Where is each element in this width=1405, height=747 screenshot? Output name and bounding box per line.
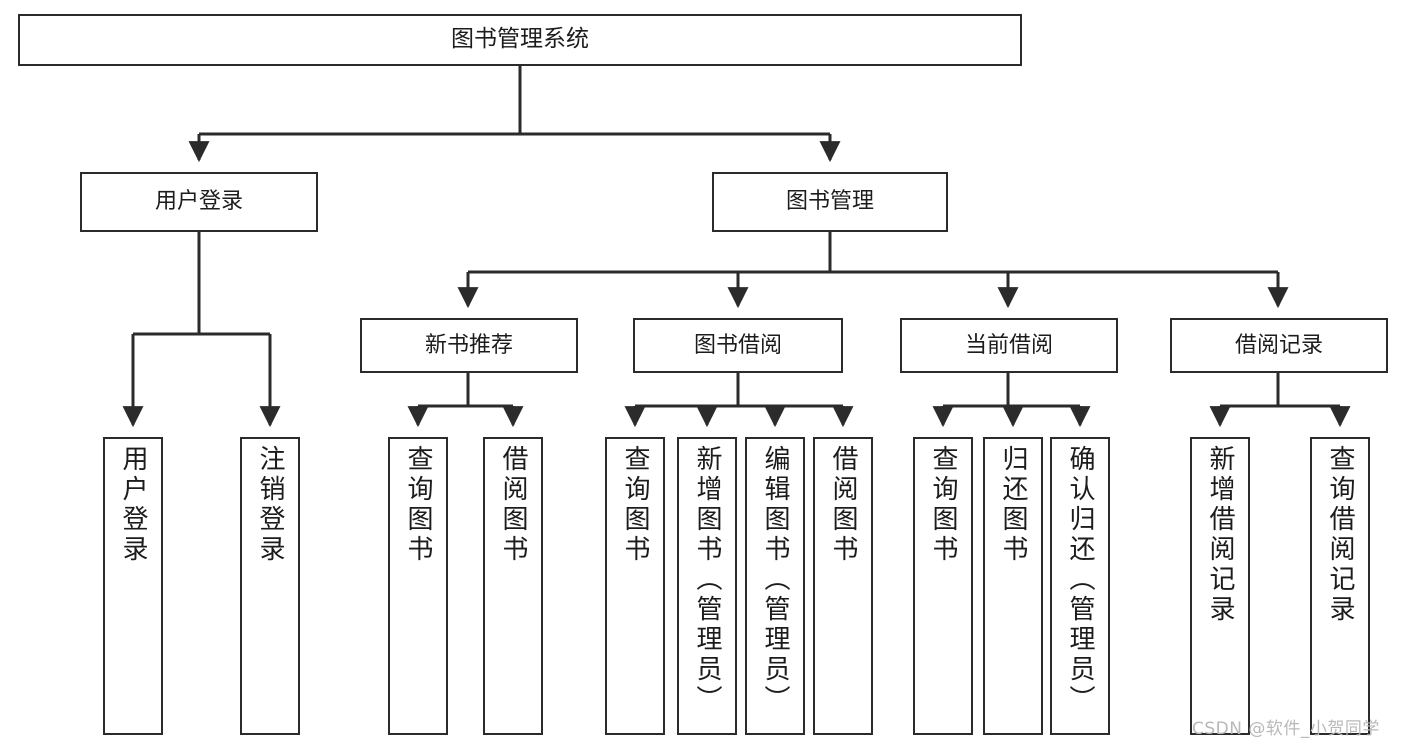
leaf-query-book-1-label: 查询图书 xyxy=(403,445,433,565)
node-root-label: 图书管理系统 xyxy=(451,26,589,53)
leaf-add-borrow-record-label: 新增借阅记录 xyxy=(1205,445,1235,625)
node-user-login-label: 用户登录 xyxy=(154,189,243,215)
node-book-management-label: 图书管理 xyxy=(785,189,874,215)
leaf-add-borrow-record[interactable]: 新增借阅记录 xyxy=(1190,437,1250,735)
node-current-borrow-label: 当前借阅 xyxy=(964,332,1053,358)
node-borrow-record-label: 借阅记录 xyxy=(1234,332,1323,358)
node-user-login[interactable]: 用户登录 xyxy=(80,172,318,232)
leaf-add-book-admin-label: 新增图书（管理员） xyxy=(692,445,722,715)
leaf-borrow-book-2-label: 借阅图书 xyxy=(828,445,858,565)
node-current-borrow[interactable]: 当前借阅 xyxy=(900,318,1118,373)
leaf-add-book-admin[interactable]: 新增图书（管理员） xyxy=(677,437,737,735)
leaf-user-login-label: 用户登录 xyxy=(118,445,148,565)
leaf-query-book-2[interactable]: 查询图书 xyxy=(605,437,665,735)
leaf-query-book-2-label: 查询图书 xyxy=(620,445,650,565)
leaf-edit-book-admin-label: 编辑图书（管理员） xyxy=(760,445,790,715)
node-root[interactable]: 图书管理系统 xyxy=(18,14,1022,66)
node-borrow-record[interactable]: 借阅记录 xyxy=(1170,318,1388,373)
node-new-book-recommend-label: 新书推荐 xyxy=(424,332,513,358)
leaf-confirm-return-admin[interactable]: 确认归还（管理员） xyxy=(1050,437,1110,735)
leaf-query-borrow-record-label: 查询借阅记录 xyxy=(1325,445,1355,625)
leaf-return-book-label: 归还图书 xyxy=(998,445,1028,565)
leaf-user-login[interactable]: 用户登录 xyxy=(103,437,163,735)
leaf-borrow-book-1[interactable]: 借阅图书 xyxy=(483,437,543,735)
leaf-borrow-book-1-label: 借阅图书 xyxy=(498,445,528,565)
node-new-book-recommend[interactable]: 新书推荐 xyxy=(360,318,578,373)
node-book-borrow-label: 图书借阅 xyxy=(693,332,782,358)
leaf-query-book-1[interactable]: 查询图书 xyxy=(388,437,448,735)
leaf-logout[interactable]: 注销登录 xyxy=(240,437,300,735)
node-book-management[interactable]: 图书管理 xyxy=(712,172,948,232)
leaf-return-book[interactable]: 归还图书 xyxy=(983,437,1043,735)
leaf-query-book-3-label: 查询图书 xyxy=(928,445,958,565)
leaf-query-book-3[interactable]: 查询图书 xyxy=(913,437,973,735)
csdn-watermark: CSDN @软件_小贺同学 xyxy=(1192,719,1380,739)
leaf-logout-label: 注销登录 xyxy=(255,445,285,565)
leaf-query-borrow-record[interactable]: 查询借阅记录 xyxy=(1310,437,1370,735)
leaf-borrow-book-2[interactable]: 借阅图书 xyxy=(813,437,873,735)
leaf-confirm-return-admin-label: 确认归还（管理员） xyxy=(1065,445,1095,715)
node-book-borrow[interactable]: 图书借阅 xyxy=(633,318,843,373)
leaf-edit-book-admin[interactable]: 编辑图书（管理员） xyxy=(745,437,805,735)
